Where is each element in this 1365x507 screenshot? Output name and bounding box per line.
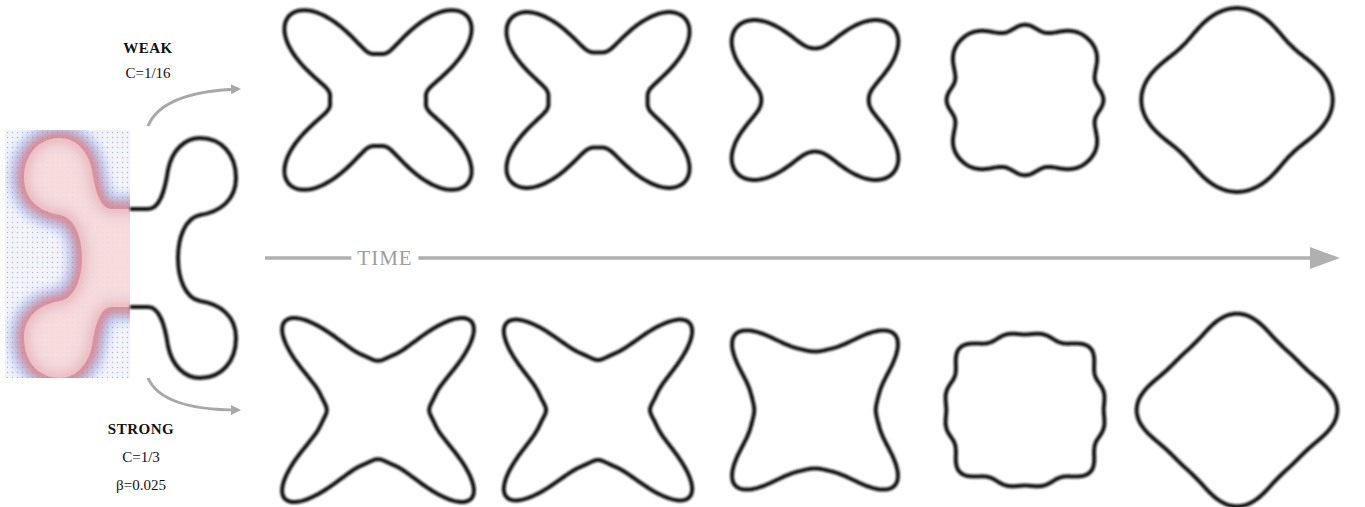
phase-contour (732, 20, 899, 180)
phase-contour (284, 10, 471, 190)
condition-label: STRONG (108, 420, 174, 438)
phase-region (24, 138, 130, 378)
time-arrow (265, 247, 1340, 269)
condition-label: WEAK (123, 39, 173, 57)
phase-contour (507, 12, 690, 188)
branch-arrow (148, 89, 238, 126)
branch-arrow (148, 378, 238, 410)
phase-contour (1137, 314, 1338, 507)
phase-contour (504, 320, 692, 501)
phase-region (24, 138, 130, 378)
phase-field (5, 130, 160, 378)
initial-contour (130, 138, 236, 378)
phase-contour (732, 330, 898, 489)
phase-contour (947, 25, 1104, 176)
phase-contour (282, 318, 474, 502)
parameter-label: β=0.025 (116, 476, 166, 494)
phase-contour (946, 334, 1105, 487)
phase-contour (1141, 8, 1332, 192)
phase-region (24, 138, 130, 378)
axis-label: TIME (351, 246, 418, 270)
parameter-label: C=1/16 (125, 64, 170, 82)
parameter-label: C=1/3 (122, 448, 160, 466)
contour-sequence (282, 8, 1337, 506)
